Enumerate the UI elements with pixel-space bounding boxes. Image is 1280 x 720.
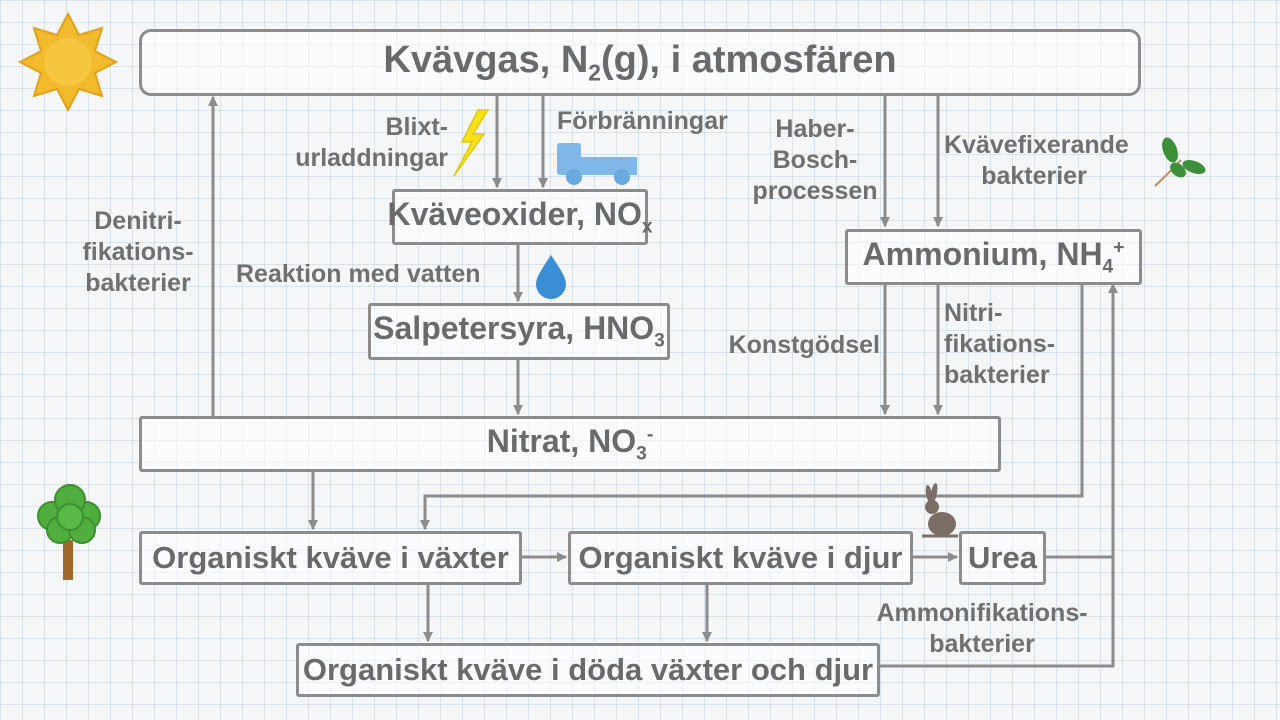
- plants-box: Organiskt kväve i växter: [139, 531, 522, 585]
- ammonium-box: Ammonium, NH4+: [845, 229, 1142, 285]
- sun-icon: [17, 11, 119, 113]
- animals-text: Organiskt kväve i djur: [578, 540, 903, 575]
- label-fertilizer: Konstgödsel: [728, 331, 880, 359]
- nitrate-text: Nitrat, NO3-: [486, 422, 654, 465]
- plants-text: Organiskt kväve i växter: [152, 540, 509, 575]
- nitrate-box: Nitrat, NO3-: [139, 416, 1001, 472]
- truck-icon: [557, 143, 637, 185]
- label-haber: Haber- Bosch- processen: [752, 115, 878, 205]
- label-water: Reaktion med vatten: [236, 260, 481, 288]
- label-nitri: Nitri- fikations- bakterier: [944, 299, 1056, 389]
- label-ammonif: Ammonifikations- bakterier: [876, 599, 1088, 658]
- dead-text: Organiskt kväve i döda växter och djur: [302, 652, 874, 687]
- atmosphere-box: Kvävgas, N2(g), i atmosfären: [139, 29, 1141, 96]
- animals-box: Organiskt kväve i djur: [568, 531, 913, 585]
- hno3-text: Salpetersyra, HNO3: [373, 310, 665, 352]
- dead-box: Organiskt kväve i döda växter och djur: [296, 643, 880, 697]
- label-denitri: Denitri- fikations- bakterier: [82, 207, 194, 297]
- label-fixing: Kvävefixerande bakterier: [944, 131, 1129, 190]
- ammonium-text: Ammonium, NH4+: [862, 235, 1125, 278]
- leaf-icon: [1154, 137, 1206, 187]
- tree-icon: [37, 484, 101, 580]
- hno3-box: Salpetersyra, HNO3: [368, 303, 670, 360]
- atmosphere-text: Kvävgas, N2(g), i atmosfären: [383, 38, 897, 86]
- lightning-icon: [453, 109, 490, 177]
- label-combustion: Förbränningar: [557, 107, 728, 135]
- water-drop-icon: [536, 255, 566, 299]
- rabbit-icon: [922, 483, 958, 538]
- nox-box: Kväveoxider, NOx: [388, 189, 653, 245]
- arrow-ammonium-to-plants: [420, 283, 1084, 530]
- urea-box: Urea: [959, 531, 1046, 585]
- urea-text: Urea: [968, 540, 1037, 575]
- nox-text: Kväveoxider, NOx: [387, 195, 653, 238]
- label-lightning: Blixt- urladdningar: [295, 113, 448, 172]
